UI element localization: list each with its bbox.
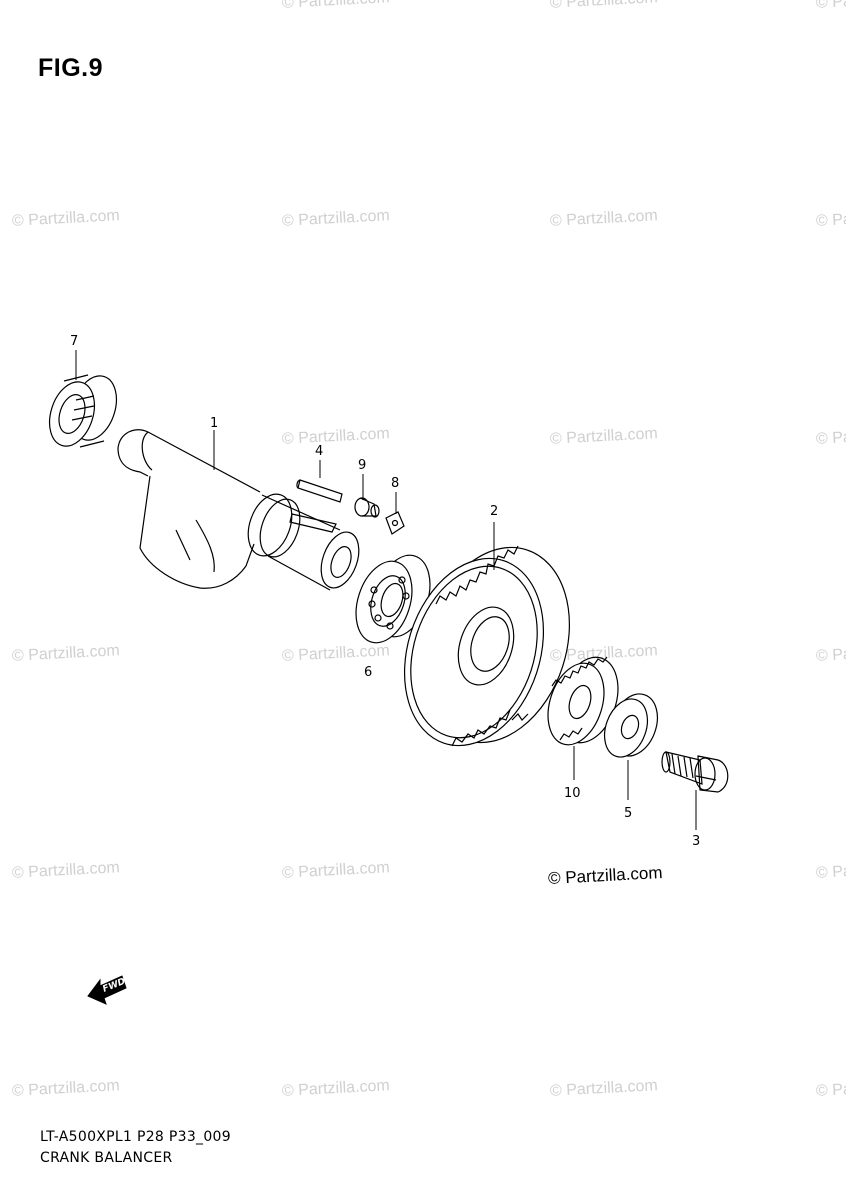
section-name: CRANK BALANCER — [40, 1150, 173, 1166]
callout-6: 6 — [364, 665, 373, 680]
callout-10: 10 — [564, 786, 581, 801]
callout-1: 1 — [210, 416, 219, 431]
leader-lines — [75, 350, 697, 830]
part-7-bearing[interactable] — [42, 370, 124, 452]
callout-4: 4 — [315, 444, 324, 459]
part-2-balancer-gear[interactable] — [382, 528, 594, 763]
part-1-balancer-shaft[interactable] — [117, 429, 366, 593]
part-3-bolt[interactable] — [661, 751, 729, 793]
part-10-small-gear[interactable] — [538, 650, 628, 752]
part-4-key[interactable] — [296, 479, 343, 503]
part-6-bearing[interactable] — [346, 548, 439, 650]
part-8-washer[interactable] — [385, 511, 405, 535]
part-5-washer[interactable] — [597, 687, 666, 763]
callout-9: 9 — [358, 458, 367, 473]
callout-7: 7 — [70, 334, 79, 349]
callout-2: 2 — [490, 504, 499, 519]
forward-arrow-icon: FWD — [87, 975, 127, 1005]
callout-5: 5 — [624, 806, 633, 821]
model-code: LT-A500XPL1 P28 P33_009 — [40, 1129, 231, 1145]
callout-3: 3 — [692, 834, 701, 849]
figure-title: FIG.9 — [38, 54, 104, 82]
callout-8: 8 — [391, 476, 400, 491]
part-9-pin[interactable] — [354, 497, 380, 518]
